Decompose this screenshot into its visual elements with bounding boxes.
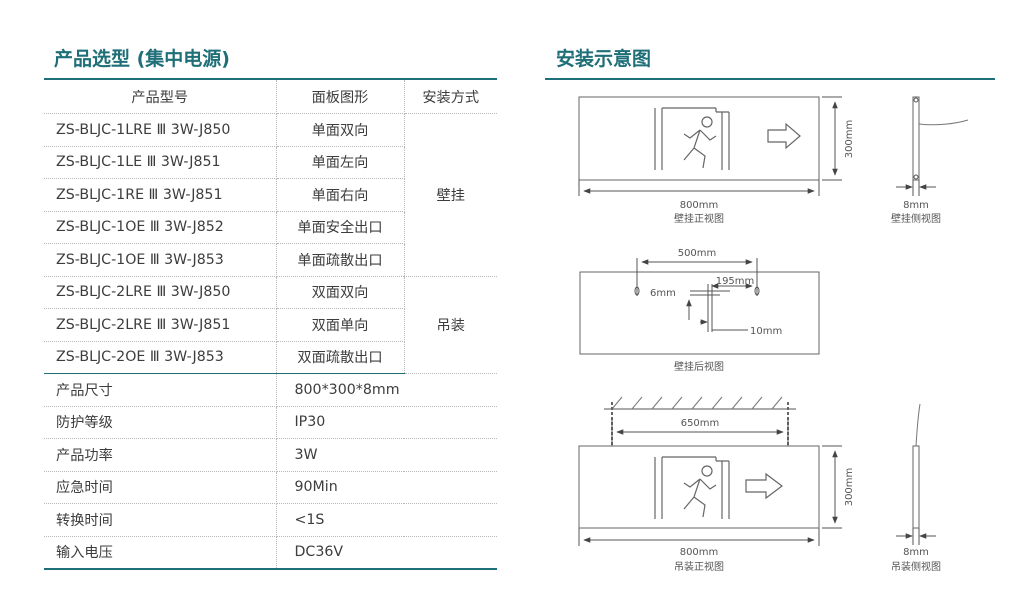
model-cell: ZS-BLJC-1OE Ⅲ 3W-J852 <box>44 211 277 244</box>
model-cell: ZS-BLJC-1LRE Ⅲ 3W-J850 <box>44 113 277 147</box>
title-underline <box>545 78 995 80</box>
wall-side-view <box>896 96 969 196</box>
prop-row: 转换时间 <1S <box>44 503 497 537</box>
prop-value: 800*300*8mm <box>276 373 497 407</box>
table-row: ZS-BLJC-2LRE Ⅲ 3W-J850 双面双向 吊装 <box>44 276 497 374</box>
model-cell: ZS-BLJC-2LRE Ⅲ 3W-J850 <box>44 276 277 309</box>
hang-side-caption: 吊装侧视图 <box>891 560 941 573</box>
model-cell: ZS-BLJC-2LRE Ⅲ 3W-J851 <box>44 308 277 342</box>
prop-value: DC36V <box>276 536 497 570</box>
panel-cell: 单面安全出口 <box>276 211 405 244</box>
table-row: ZS-BLJC-1OE Ⅲ 3W-J853 单面疏散出口 <box>44 243 497 277</box>
panel-cell: 单面右向 <box>276 178 405 212</box>
header-install: 安装方式 <box>404 80 497 114</box>
hang-front-view <box>578 396 842 546</box>
hang-front-height-label: 300mm <box>844 468 855 507</box>
prop-row: 应急时间 90Min <box>44 471 497 504</box>
install-cell-hang: 吊装 <box>404 276 497 374</box>
prop-row: 产品尺寸 800*300*8mm <box>44 373 497 407</box>
wall-back-caption: 壁挂后视图 <box>674 360 724 373</box>
hang-side-view <box>896 403 936 545</box>
table-row: ZS-BLJC-2LRE Ⅲ 3W-J851 双面单向 <box>44 308 497 342</box>
title-underline <box>44 78 497 80</box>
model-cell: ZS-BLJC-1OE Ⅲ 3W-J853 <box>44 243 277 277</box>
prop-row: 输入电压 DC36V <box>44 536 497 570</box>
panel-cell: 单面左向 <box>276 146 405 179</box>
table-row: ZS-BLJC-2OE Ⅲ 3W-J853 双面疏散出口 <box>44 341 497 374</box>
panel-cell: 单面双向 <box>276 113 405 147</box>
prop-label: 产品尺寸 <box>44 373 277 407</box>
prop-value: 3W <box>276 438 497 472</box>
panel-cell: 单面疏散出口 <box>276 243 405 277</box>
back-dim-195: 195mm <box>716 276 755 287</box>
wall-side-thickness-label: 8mm <box>903 200 929 211</box>
table-row: ZS-BLJC-1OE Ⅲ 3W-J852 单面安全出口 <box>44 211 497 244</box>
hang-front-caption: 吊装正视图 <box>674 560 724 573</box>
table-header-row: 产品型号 面板图形 安装方式 <box>44 80 497 114</box>
wall-back-view <box>579 258 820 355</box>
install-diagram: 800mm 壁挂正视图 300mm 8mm 壁挂侧视图 500mm 195mm … <box>578 96 969 573</box>
hang-front-width-label: 800mm <box>680 547 719 558</box>
wall-front-view <box>578 96 842 196</box>
hang-side-thickness-label: 8mm <box>903 547 929 558</box>
ceiling-hatch <box>611 396 783 410</box>
right-arrow-icon <box>767 122 801 150</box>
model-cell: ZS-BLJC-2OE Ⅲ 3W-J853 <box>44 341 277 374</box>
wall-front-width-label: 800mm <box>680 200 719 211</box>
prop-value: 90Min <box>276 471 497 504</box>
prop-label: 输入电压 <box>44 536 277 570</box>
section-title-selection: 产品选型 (集中电源) <box>54 48 230 70</box>
wall-front-caption: 壁挂正视图 <box>674 212 724 225</box>
panel-cell: 双面单向 <box>276 308 405 342</box>
sign-panel <box>578 96 820 181</box>
prop-label: 产品功率 <box>44 438 277 472</box>
section-title-install: 安装示意图 <box>556 48 652 70</box>
prop-value: IP30 <box>276 406 497 439</box>
back-dim-6: 6mm <box>650 288 676 299</box>
table-row: ZS-BLJC-1RE Ⅲ 3W-J851 单面右向 <box>44 178 497 212</box>
wall-side-caption: 壁挂侧视图 <box>891 212 941 225</box>
back-dim-500: 500mm <box>678 248 717 259</box>
install-cell-wall: 壁挂 <box>404 113 497 277</box>
prop-label: 转换时间 <box>44 503 277 537</box>
product-spec-table: 产品型号 面板图形 安装方式 ZS-BLJC-1LRE Ⅲ 3W-J850 单面… <box>44 80 497 570</box>
table-row: ZS-BLJC-1LRE Ⅲ 3W-J850 单面双向 壁挂 <box>44 113 497 277</box>
model-cell: ZS-BLJC-1LE Ⅲ 3W-J851 <box>44 146 277 179</box>
prop-label: 防护等级 <box>44 406 277 439</box>
panel-cell: 双面双向 <box>276 276 405 309</box>
header-model: 产品型号 <box>44 80 277 114</box>
running-man-icon <box>654 107 730 170</box>
prop-value: <1S <box>276 503 497 537</box>
panel-cell: 双面疏散出口 <box>276 341 405 374</box>
prop-row: 防护等级 IP30 <box>44 406 497 439</box>
running-man-icon <box>654 456 730 519</box>
right-arrow-icon <box>745 472 783 500</box>
back-dim-10: 10mm <box>750 326 782 337</box>
prop-label: 应急时间 <box>44 471 277 504</box>
header-panel: 面板图形 <box>276 80 405 114</box>
model-cell: ZS-BLJC-1RE Ⅲ 3W-J851 <box>44 178 277 212</box>
hang-chain-label: 650mm <box>681 418 720 429</box>
table-row: ZS-BLJC-1LE Ⅲ 3W-J851 单面左向 <box>44 146 497 179</box>
prop-row: 产品功率 3W <box>44 438 497 472</box>
wall-front-height-label: 300mm <box>844 120 855 159</box>
